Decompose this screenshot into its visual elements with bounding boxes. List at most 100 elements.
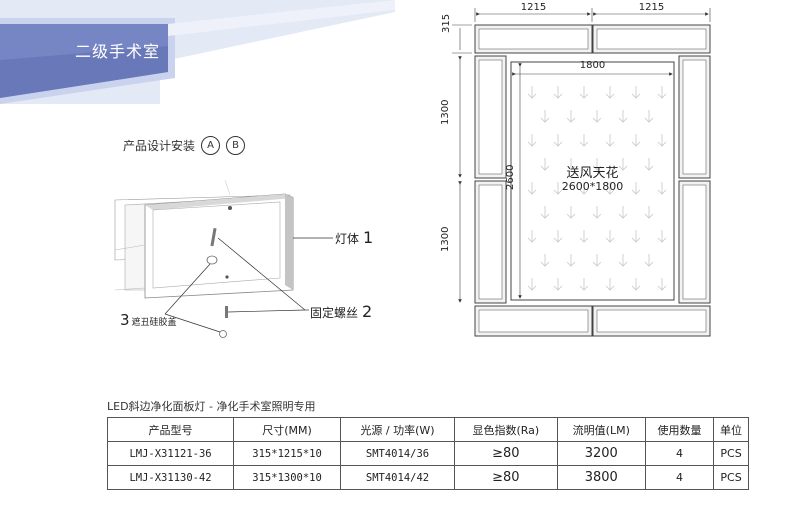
callout-fixing-screw-text: 固定螺丝 [310,306,359,320]
cell-cri: ≥80 [453,465,558,490]
airflow-arrow-icon [605,134,615,147]
spec-table: 产品型号 尺寸(MM) 光源 / 功率(W) 显色指数(Ra) 流明值(LM) … [106,417,749,490]
cell-source-power: SMT4014/42 [340,465,455,490]
header-model: 产品型号 [106,417,235,442]
airflow-arrow-icon [657,230,667,243]
airflow-arrow-icon [592,110,602,123]
airflow-arrow-icon [605,278,615,291]
cell-quantity: 4 [644,441,715,466]
header-lumen: 流明值(LM) [556,417,646,442]
airflow-arrow-icon [579,134,589,147]
airflow-arrow-icon [657,182,667,195]
airflow-arrow-icon [657,278,667,291]
airflow-arrow-icon [540,158,550,171]
airflow-arrow-icon [553,134,563,147]
header-unit: 单位 [713,417,749,442]
airflow-arrow-icon [527,86,537,99]
airflow-arrow-icon [566,158,576,171]
airflow-arrow-icon [579,86,589,99]
dim-top-right: 1215 [638,2,665,13]
airflow-arrow-icon [618,254,628,267]
airflow-arrow-icon [644,158,654,171]
plan-center-title: 送风天花 [566,166,619,181]
dim-top-left: 1215 [520,2,547,13]
airflow-arrow-icon [644,206,654,219]
airflow-arrow-icon [605,230,615,243]
install-label-text: 产品设计安装 [123,139,196,153]
fixture-illustration [114,180,333,338]
airflow-arrow-icon [644,110,654,123]
airflow-arrow-icon [605,86,615,99]
cell-lumen: 3800 [556,465,646,490]
airflow-arrow-icon [540,110,550,123]
cell-lumen: 3200 [556,441,646,466]
airflow-arrow-icon [553,230,563,243]
cell-model: LMJ-X31121-36 [106,441,235,466]
header-quantity: 使用数量 [644,417,715,442]
dim-left-lower: 1300 [440,226,451,252]
cell-size: 315*1215*10 [233,441,342,466]
airflow-arrow-icon [540,254,550,267]
table-row: LMJ-X31121-36 315*1215*10 SMT4014/36 ≥80… [106,441,749,466]
airflow-arrow-icon [631,230,641,243]
airflow-arrow-icon [527,134,537,147]
airflow-arrow-icon [631,278,641,291]
airflow-arrow-icon [527,230,537,243]
table-caption: LED斜边净化面板灯 - 净化手术室照明专用 [107,400,316,413]
airflow-arrow-icon [618,206,628,219]
cell-quantity: 4 [644,465,715,490]
airflow-arrow-icon [631,86,641,99]
airflow-arrow-icon [579,230,589,243]
header-source-power: 光源 / 功率(W) [340,417,455,442]
airflow-arrow-icon [540,206,550,219]
airflow-arrow-icon [566,110,576,123]
airflow-arrow-icon [592,206,602,219]
airflow-arrow-icon [566,254,576,267]
dim-left-upper: 1300 [440,99,451,125]
dim-inner-width: 1800 [579,60,606,71]
airflow-arrow-icon [527,278,537,291]
dim-left-top: 315 [441,13,452,33]
cell-unit: PCS [713,465,749,490]
airflow-arrow-icon [553,86,563,99]
ceiling-plan [452,8,711,337]
airflow-arrows [527,86,667,291]
cell-model: LMJ-X31130-42 [106,465,235,490]
airflow-arrow-icon [618,110,628,123]
airflow-arrow-icon [527,182,537,195]
header-cri: 显色指数(Ra) [453,417,558,442]
airflow-arrow-icon [618,158,628,171]
airflow-arrow-icon [592,158,602,171]
cell-source-power: SMT4014/36 [340,441,455,466]
airflow-arrow-icon [553,278,563,291]
airflow-arrow-icon [644,254,654,267]
airflow-arrow-icon [631,182,641,195]
airflow-arrow-icon [631,134,641,147]
cell-cri: ≥80 [453,441,558,466]
callout-fixing-screw-num: 2 [362,302,373,321]
option-b-badge: B [226,136,246,155]
airflow-arrow-icon [553,182,563,195]
banner [0,0,395,104]
header-size: 尺寸(MM) [233,417,342,442]
callout-lamp-body-num: 1 [363,228,374,247]
airflow-arrow-icon [657,134,667,147]
callout-lamp-body-text: 灯体 [335,232,360,246]
cell-size: 315*1300*10 [233,465,342,490]
plan-center-size: 2600*1800 [561,180,624,193]
callout-cover-cap-num: 3 [120,311,130,329]
table-header-row: 产品型号 尺寸(MM) 光源 / 功率(W) 显色指数(Ra) 流明值(LM) … [106,417,749,442]
airflow-arrow-icon [579,278,589,291]
option-a-badge: A [201,136,221,155]
install-label: 产品设计安装 A B [123,136,246,155]
airflow-arrow-icon [579,182,589,195]
callout-cover-cap-text: 遮丑硅胶盖 [131,318,177,328]
cell-unit: PCS [713,441,749,466]
airflow-arrow-icon [566,206,576,219]
banner-title: 二级手术室 [75,42,161,61]
airflow-arrow-icon [657,86,667,99]
table-row: LMJ-X31130-42 315*1300*10 SMT4014/42 ≥80… [106,465,749,490]
